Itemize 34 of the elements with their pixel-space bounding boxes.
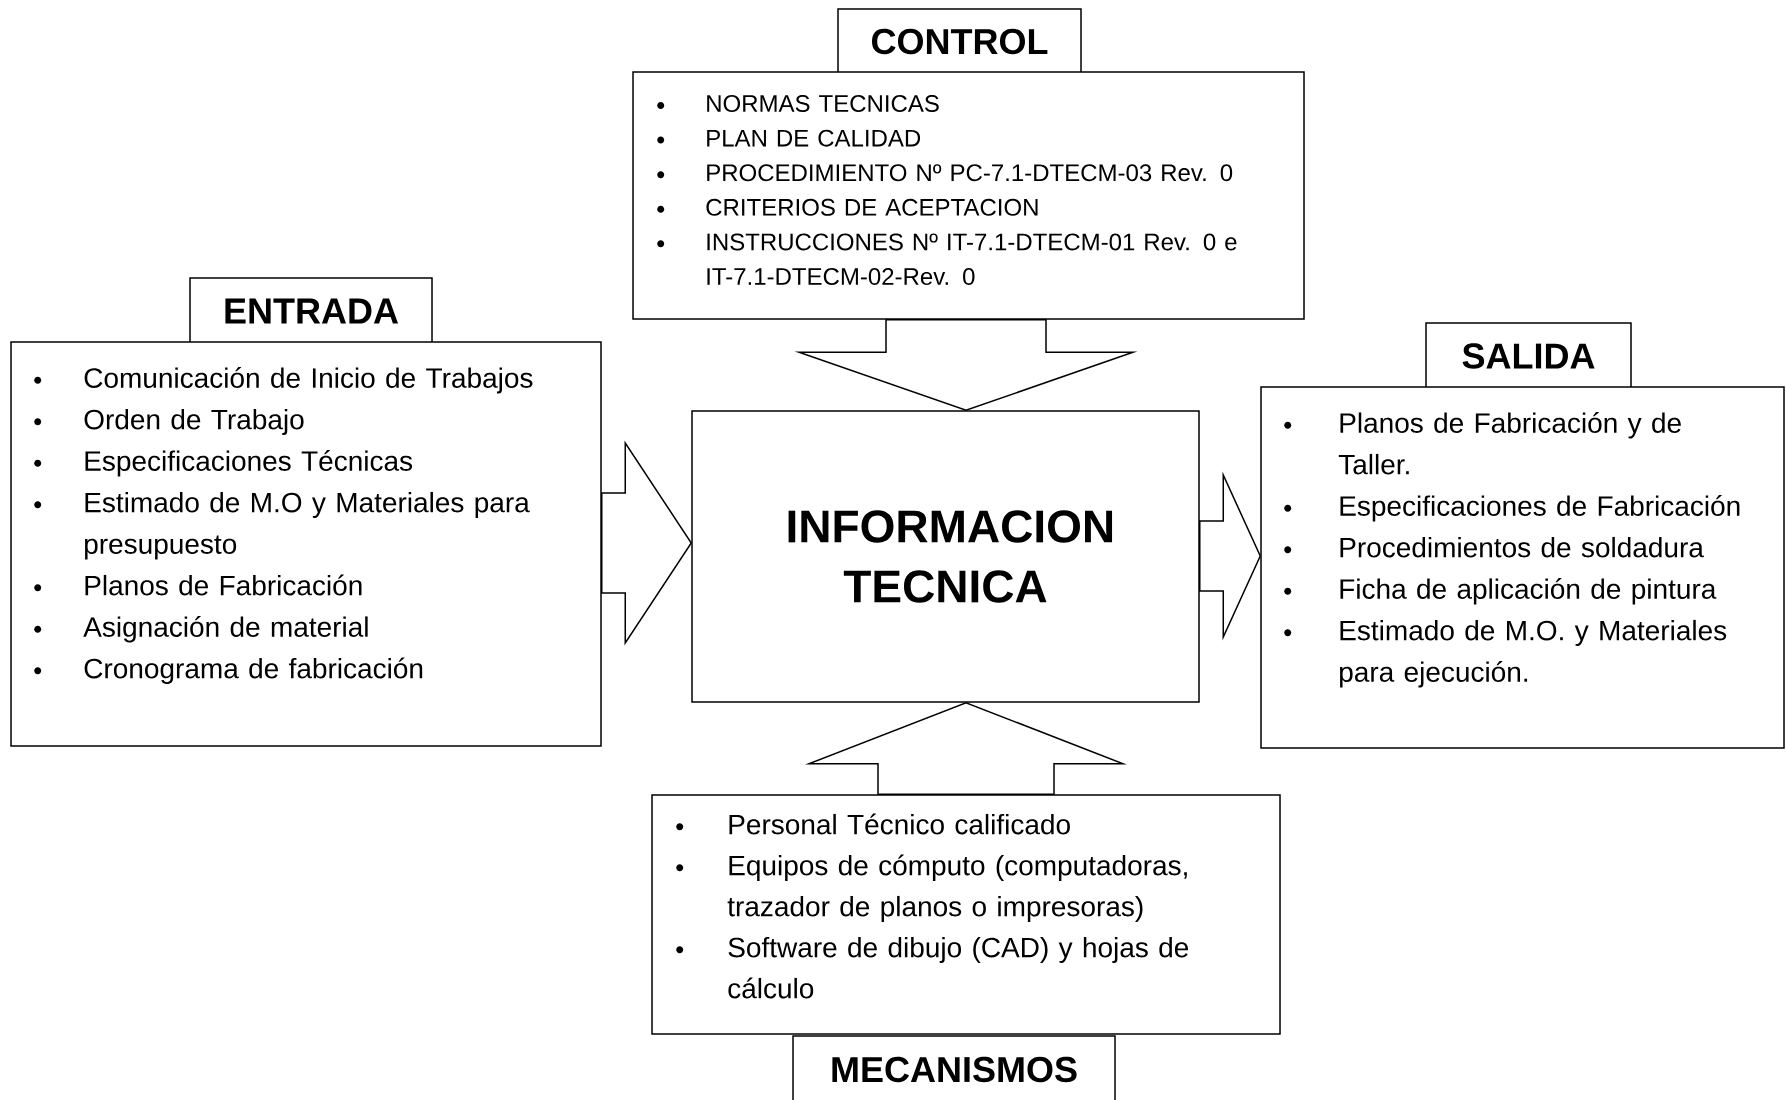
input-box <box>10 277 602 747</box>
node-label: Especificaciones Técnicas <box>85 450 413 477</box>
node-label: Planos de Fabricación y de Taller. <box>1338 412 1681 475</box>
bullet-list: Comunicación de Inicio de Trabajos Orden de Trabajo Especificaciones Técnicas Estimado de M.O y Materiales para presupuesto Planos de Fabricación Asignación de material Cronograma de fabricación <box>34 367 533 684</box>
node-label: Estimado de M.O. y Materiales para ejecución. <box>1340 619 1727 688</box>
node-label: Ficha de aplicación de pintura <box>1340 578 1717 605</box>
heading-tab: MECANISMOS <box>792 1035 1116 1100</box>
control-box <box>632 8 1305 320</box>
heading-tab: CONTROL <box>837 8 1082 75</box>
node-label: Planos de Fabricación <box>85 574 362 596</box>
node-label: Asignación de material <box>83 616 368 643</box>
node-label: Orden de Trabajo <box>84 408 304 435</box>
node-label: Comunicación de Inicio de Trabajos <box>84 367 533 394</box>
bullet-list: Planos de Fabricación y de Taller. Especificaciones de Fabricación Procedimientos de soldadura Ficha de aplicación de pintura Estimado de M.O. y Materiales para ejecución. <box>1284 412 1740 688</box>
bullet-list: NORMAS TECNICAS PLAN DE CALIDAD PROCEDIMIENTO Nº PC-7.1-DTECM-03 Rev. 0 CRITERIOS DE ACEPTACION INSTRUCCIONES Nº IT-7.1-DTECM-01 Rev. 0 e IT-7.1-DTECM-02-Rev. 0 <box>657 95 1237 286</box>
node-label: NORMAS TECNICAS <box>707 95 939 113</box>
output-box <box>1260 322 1785 749</box>
process-box: INFORMACION TECNICA <box>691 410 1200 703</box>
node-label: CRITERIOS DE ACEPTACION <box>706 198 1038 216</box>
heading-tab: ENTRADA <box>189 277 433 345</box>
node-label: Especificaciones de Fabricación <box>1340 495 1740 522</box>
node-label: Procedimientos de soldadura <box>1340 536 1704 558</box>
block-arrow <box>601 440 693 646</box>
node-label: PROCEDIMIENTO Nº PC-7.1-DTECM-03 Rev. 0 <box>707 164 1233 182</box>
bullet-list: Personal Técnico calificado Equipos de cómputo (computadoras, trazador de planos o impresoras) Software de dibujo (CAD) y hojas de cálculo <box>676 813 1189 999</box>
block-arrow <box>805 701 1127 795</box>
mechanism-box <box>651 794 1281 1100</box>
block-arrow <box>794 319 1138 412</box>
heading-tab: SALIDA <box>1425 322 1632 390</box>
node-label: Estimado de M.O y Materiales para presupuesto <box>85 491 530 560</box>
node-label: Cronograma de fabricación <box>84 657 423 684</box>
block-arrow <box>1199 471 1262 641</box>
node-label: PLAN DE CALIDAD <box>707 129 921 147</box>
node-label: INSTRUCCIONES Nº IT-7.1-DTECM-01 Rev. 0 e IT-7.1-DTECM-02-Rev. 0 <box>707 233 1237 286</box>
